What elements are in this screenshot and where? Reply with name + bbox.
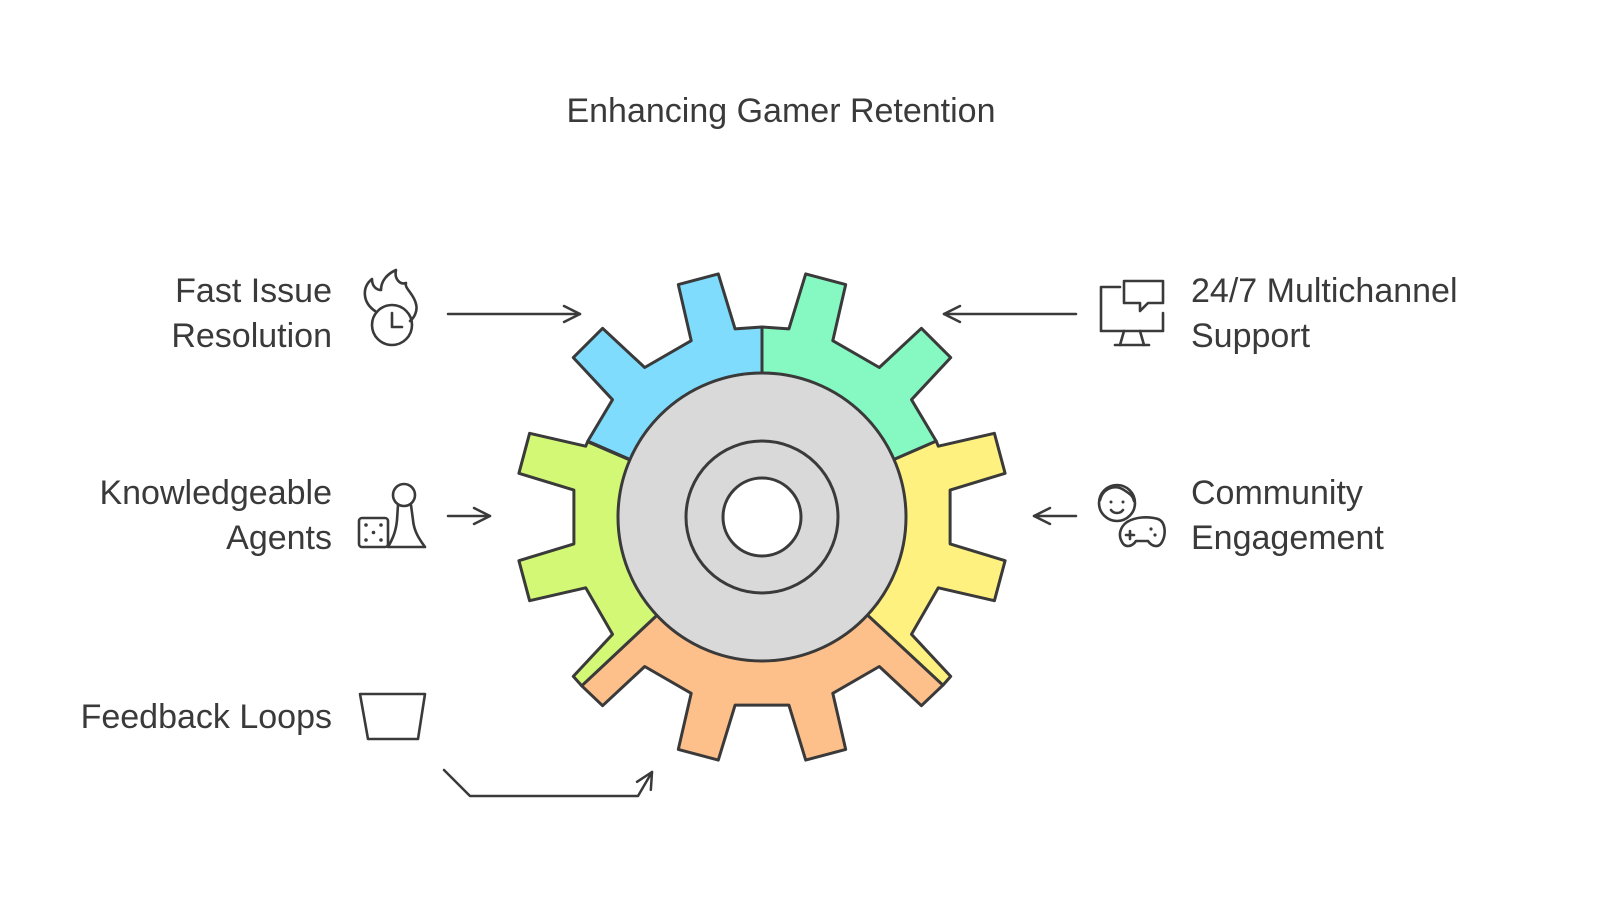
label-line: Support (1191, 317, 1311, 355)
dice-pawn-icon (357, 482, 427, 549)
monitor-chat-icon (1099, 279, 1165, 347)
arrow-feedback-loops (442, 768, 654, 798)
label-fast-issue-resolution: Fast Issue Resolution (0, 269, 332, 359)
label-feedback-loops: Feedback Loops (0, 695, 332, 740)
bucket-icon (358, 692, 427, 741)
diagram-title: Enhancing Gamer Retention (566, 92, 996, 130)
label-line: Feedback Loops (80, 698, 332, 736)
label-community-engagement: Community Engagement (1191, 471, 1600, 561)
fire-clock-icon (363, 268, 418, 347)
label-line: Engagement (1191, 519, 1384, 557)
label-line: Resolution (171, 317, 332, 355)
gear-center-hole (721, 476, 803, 558)
label-line: Knowledgeable (99, 474, 332, 512)
label-multichannel-support: 24/7 Multichannel Support (1191, 269, 1600, 359)
label-knowledgeable-agents: Knowledgeable Agents (0, 471, 332, 561)
gamer-controller-icon (1097, 483, 1166, 548)
label-line: 24/7 Multichannel (1191, 272, 1458, 310)
label-line: Agents (226, 519, 332, 557)
label-line: Fast Issue (175, 272, 332, 310)
label-line: Community (1191, 474, 1363, 512)
